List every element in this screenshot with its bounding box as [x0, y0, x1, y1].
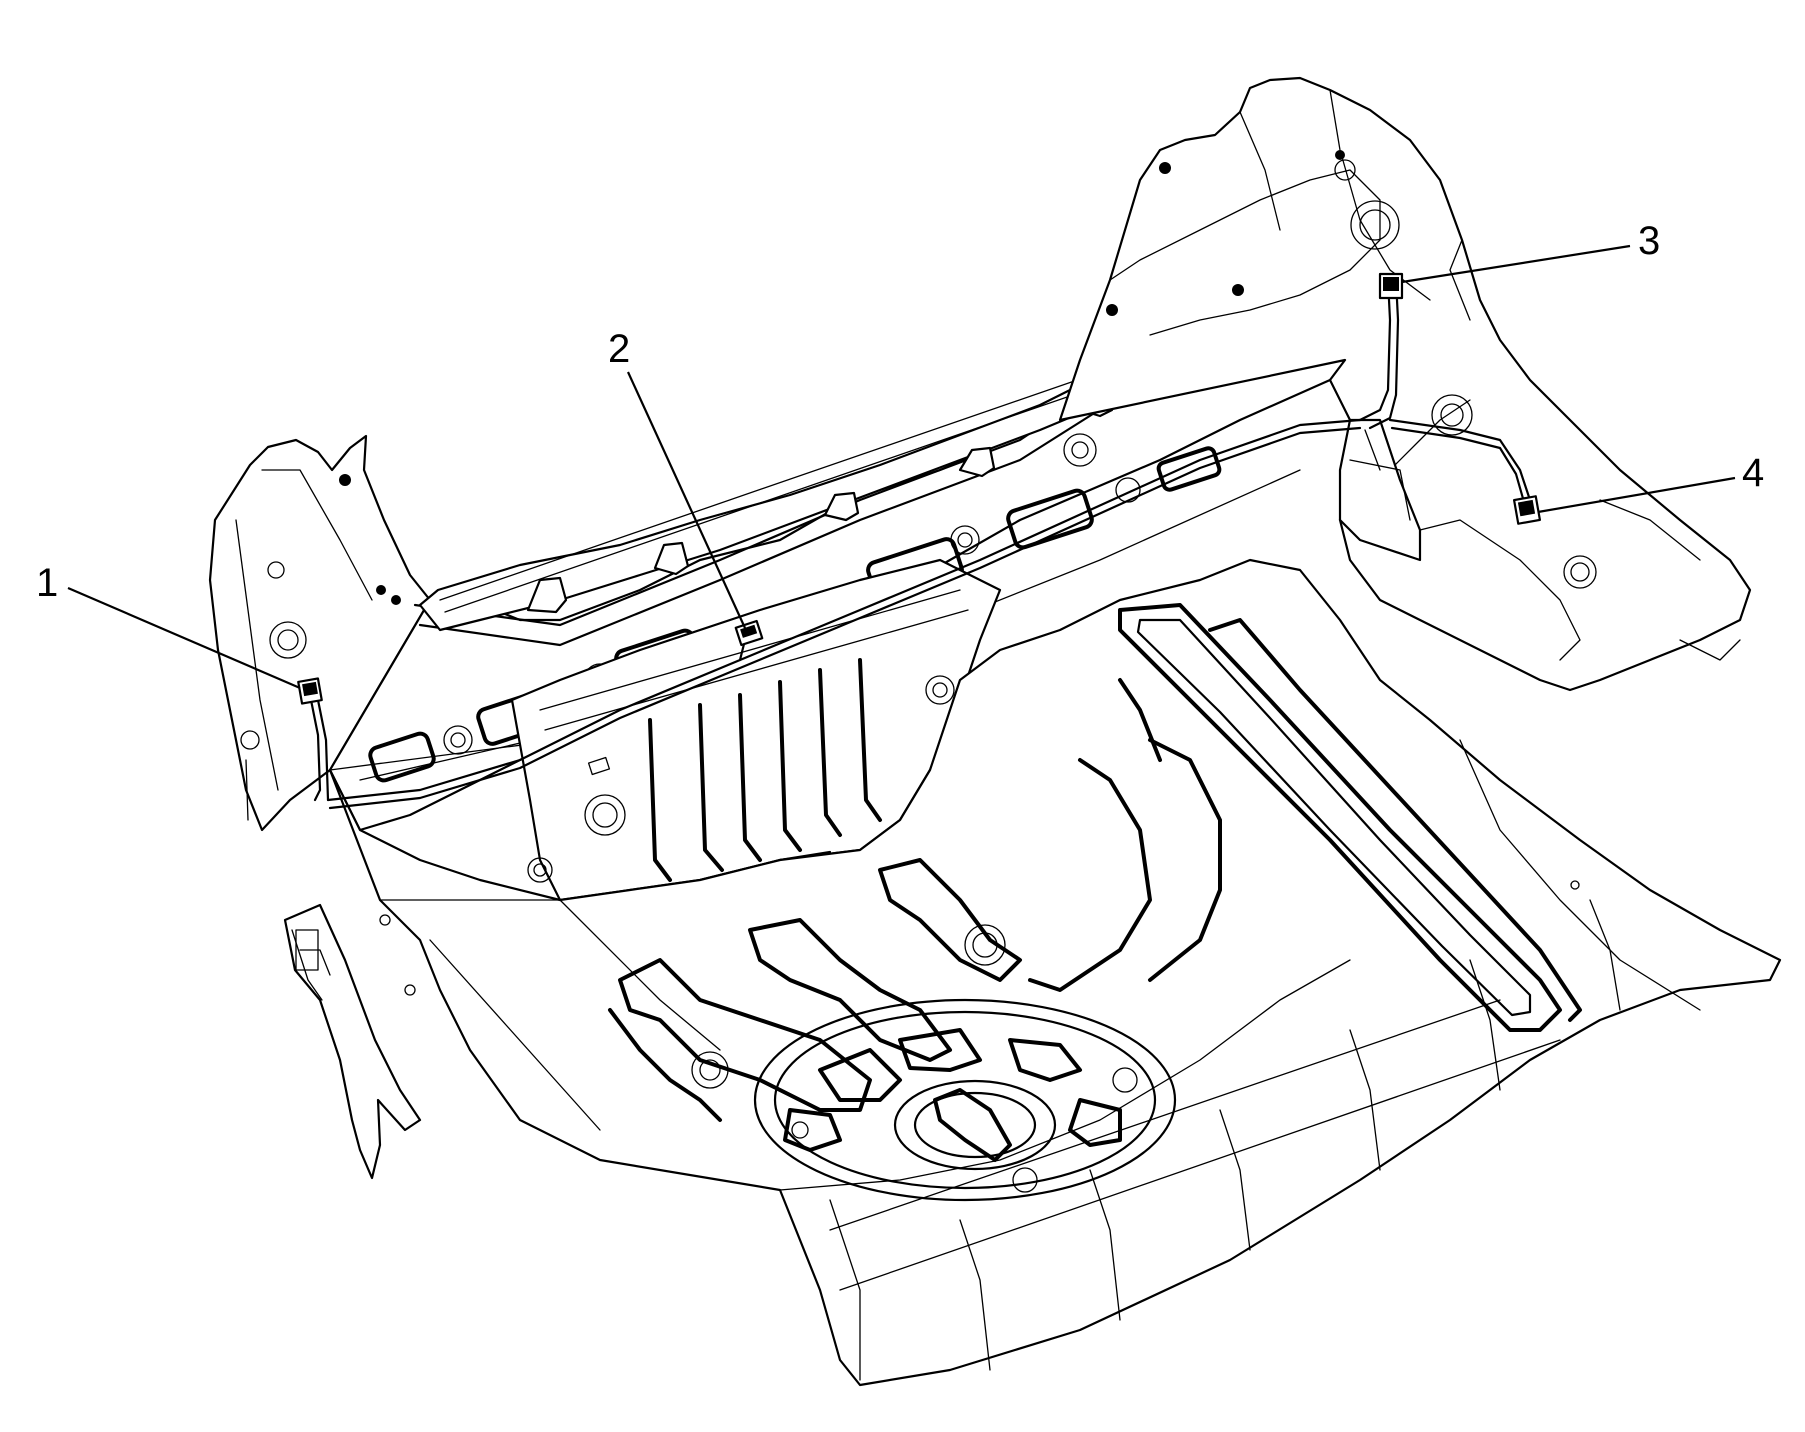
callout-label-1: 1 — [36, 561, 58, 605]
trunk-floor-pan — [328, 558, 1782, 1387]
spare-tire-well — [691, 924, 1177, 1202]
connector-3-icon — [1378, 272, 1404, 300]
right-quarter-panel — [1058, 76, 1752, 692]
connector-2-icon — [734, 619, 764, 647]
floor-ribs-left — [608, 678, 1222, 1122]
wiring-harness — [308, 278, 1532, 810]
connector-4-icon — [1512, 495, 1542, 525]
callout-label-3: 3 — [1638, 219, 1660, 263]
right-lower-quarter — [1338, 418, 1422, 562]
connectors — [297, 272, 1542, 705]
callout-label-4: 4 — [1742, 451, 1764, 495]
callout-2: 2 — [608, 327, 747, 629]
callout-4: 4 — [1537, 451, 1764, 514]
connector-1-icon — [297, 677, 323, 705]
left-quarter-panel — [208, 434, 432, 832]
callout-1: 1 — [36, 561, 301, 690]
left-lower-bracket — [283, 903, 422, 1180]
callout-3: 3 — [1401, 219, 1660, 284]
callout-label-2: 2 — [608, 327, 630, 371]
